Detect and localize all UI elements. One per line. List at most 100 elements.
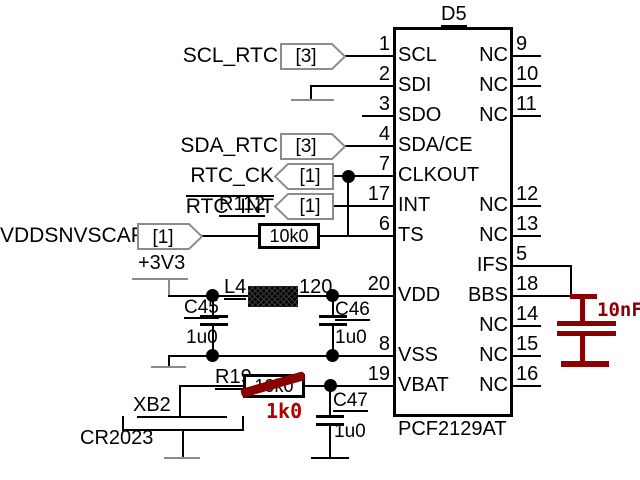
c45-lead-bottom — [212, 326, 214, 356]
junction-dot-vdd-left — [206, 289, 219, 302]
ic-part-number: PCF2129AT — [398, 418, 507, 440]
pin-name-int: INT — [398, 194, 431, 216]
c46-lead-top — [332, 296, 334, 315]
r112-value: 10k0 — [269, 226, 309, 246]
ic-body — [393, 27, 513, 417]
c47-lead-top — [329, 387, 331, 415]
pin-num-2: 2 — [378, 63, 390, 85]
wire-battery-pos — [179, 385, 181, 417]
wire-vcap-to-r112 — [202, 235, 258, 237]
markup-cap-lead-top — [580, 294, 585, 323]
c46-lead-bottom — [332, 326, 334, 356]
pin-name-nc11: NC — [479, 104, 508, 126]
l4-refdes: L4 — [224, 276, 247, 300]
c47-refdes: C47 — [333, 390, 368, 412]
pin-name-nc13: NC — [479, 224, 508, 246]
pin-num-8: 8 — [378, 333, 390, 355]
net-sheet-scl: [3] — [295, 46, 317, 67]
r19-refdes: R19 — [215, 366, 252, 390]
markup-cap-lead-bottom — [580, 336, 585, 364]
net-sheet-int: [1] — [299, 196, 321, 217]
junction-dot-clkout — [342, 170, 355, 183]
stub-nc15 — [513, 355, 541, 357]
markup-cap-value: 10nF — [597, 299, 640, 321]
battery-bracket-tick-right — [242, 416, 244, 431]
wire-sdi-drop — [310, 85, 312, 100]
junction-dot-vdd-right — [326, 289, 339, 302]
wire-int — [333, 205, 393, 207]
wire-clkout-to-ts — [347, 176, 349, 237]
c46-value: 1u0 — [335, 327, 367, 348]
power-rail-label: +3V3 — [138, 252, 186, 274]
wire-sda — [345, 145, 393, 147]
pin-num-6: 6 — [378, 213, 390, 235]
pin-name-vdd: VDD — [398, 284, 441, 306]
wire-ifs — [513, 265, 572, 267]
wire-scl — [345, 55, 393, 57]
markup-cap-plate-top — [557, 321, 616, 326]
pin-num-5: 5 — [516, 243, 528, 265]
c46-plate-top — [319, 315, 347, 318]
junction-dot-vss-left — [206, 349, 219, 362]
net-label-rtc-int: RTC_INT — [140, 195, 274, 217]
net-label-vddsnvscap: VDDSNVSCAP — [0, 224, 145, 247]
pin-name-scl: SCL — [398, 44, 437, 66]
net-label-sda-rtc: SDA_RTC — [180, 134, 278, 157]
pin-num-12: 12 — [516, 183, 539, 205]
pin-name-ts: TS — [398, 224, 424, 246]
r112-resistor — [258, 223, 320, 249]
pin-name-vbat: VBAT — [398, 374, 449, 396]
c45-value: 1u0 — [186, 327, 218, 348]
stub-nc16 — [513, 385, 541, 387]
c45-refdes: C45 — [184, 297, 219, 319]
c46-plate-bottom — [319, 323, 347, 326]
c45-plate-top — [200, 315, 228, 318]
power-rail-drop — [168, 280, 170, 296]
pin-name-bbs: BBS — [467, 284, 508, 306]
r19-value-new: 1k0 — [266, 399, 303, 423]
junction-dot-vbat — [324, 379, 337, 392]
wire-ifs-drop — [570, 265, 572, 297]
stub-nc11 — [513, 115, 541, 117]
battery-type: CR2023 — [80, 427, 154, 449]
pin-name-sdace: SDA/CE — [398, 134, 473, 156]
ground-symbol-battery — [164, 457, 200, 459]
pin-num-18: 18 — [516, 273, 539, 295]
wire-clkout — [333, 175, 393, 177]
pin-num-1: 1 — [378, 33, 390, 55]
net-flag-right-icon — [137, 223, 203, 250]
ground-symbol-sdi — [291, 99, 334, 101]
pin-name-nc14: NC — [479, 314, 508, 336]
net-sheet-sda: [3] — [295, 136, 317, 157]
pin-num-10: 10 — [516, 63, 539, 85]
pin-num-19: 19 — [367, 363, 390, 385]
net-flag-right-icon — [280, 43, 346, 70]
pin-num-4: 4 — [378, 123, 390, 145]
battery-bracket-tick-left — [122, 416, 124, 431]
net-flag-right-icon — [280, 133, 346, 160]
c46-refdes: C46 — [335, 299, 370, 321]
stub-nc14 — [513, 325, 541, 327]
pin-name-sdi: SDI — [398, 74, 432, 96]
pin-name-ifs: IFS — [476, 254, 508, 276]
net-label-scl-rtc: SCL_RTC — [182, 44, 278, 67]
net-sheet-vcap: [1] — [152, 227, 174, 248]
wire-ts — [320, 235, 393, 237]
wire-vss-rail — [168, 355, 393, 357]
c47-plate-top — [316, 415, 344, 418]
wire-sdo-stub — [362, 115, 393, 117]
pin-name-clkout: CLKOUT — [398, 164, 480, 186]
pin-name-nc12: NC — [479, 194, 508, 216]
pin-num-14: 14 — [516, 303, 539, 325]
c45-lead-top — [212, 296, 214, 315]
pin-num-9: 9 — [516, 33, 528, 55]
r112-refdes: R112 — [219, 193, 266, 217]
l4-value: 120 — [299, 276, 333, 298]
battery-plate-top — [137, 416, 227, 418]
markup-ground-symbol — [561, 361, 609, 367]
c47-lead-bottom — [329, 426, 331, 458]
pin-name-nc9: NC — [479, 44, 508, 66]
pin-name-vss: VSS — [398, 344, 439, 366]
ground-symbol-vss — [151, 366, 186, 368]
